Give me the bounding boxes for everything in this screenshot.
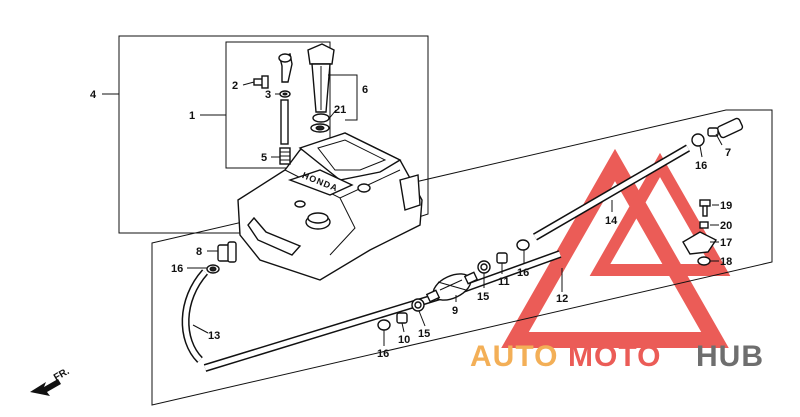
callout-9: 9 [452, 305, 458, 317]
callout-16-c: 16 [377, 348, 389, 360]
callout-21: 21 [334, 104, 346, 116]
callout-13: 13 [208, 330, 220, 342]
callout-11: 11 [498, 276, 510, 288]
callout-20: 20 [720, 220, 732, 232]
part-8-connector [217, 241, 237, 263]
watermark-text-hub: HUB [696, 340, 764, 373]
part-3-washer [279, 90, 291, 98]
leader-lines [102, 74, 723, 346]
part-11-fitting [496, 252, 508, 264]
part-19-bolt [699, 199, 711, 217]
watermark-text-auto: AUTO [470, 340, 558, 373]
front-direction-indicator: FR. [30, 366, 72, 396]
callout-10: 10 [398, 334, 410, 346]
callout-18: 18 [720, 256, 732, 268]
callout-19: 19 [720, 200, 732, 212]
callout-17: 17 [720, 237, 732, 249]
part-18-oring [697, 256, 711, 266]
part-elbow-fitting [278, 53, 293, 83]
part-16-clip-b [516, 239, 530, 251]
part-17-fuel-joint [682, 231, 718, 255]
part-5-filter [279, 147, 291, 165]
callout-7: 7 [725, 147, 731, 159]
front-label: FR. [52, 366, 72, 384]
part-16-clip-d [691, 133, 705, 147]
watermark-logo: AUTO MOTO HUB [470, 148, 764, 373]
watermark-triangle-outer [501, 148, 729, 348]
callout-15-a: 15 [477, 291, 489, 303]
callout-12: 12 [556, 293, 568, 305]
gauge-group-frame [225, 41, 331, 169]
part-20-washer [699, 221, 709, 229]
watermark-text-moto: MOTO [568, 340, 661, 373]
part-14-hose [532, 144, 691, 241]
part-16-clip-c [377, 319, 391, 331]
watermark-triangle-inner [589, 152, 731, 276]
callout-4: 4 [90, 89, 97, 101]
callout-3: 3 [265, 89, 271, 101]
part-6-fuel-gauge [307, 43, 335, 123]
part-10-fitting [396, 312, 408, 324]
part-9-primer-bulb [425, 271, 479, 303]
callout-1: 1 [189, 110, 195, 122]
part-21-gasket [310, 123, 330, 133]
hose-assembly-frame [151, 109, 773, 406]
part-15-clamp-a [477, 260, 491, 274]
callout-16-a: 16 [171, 263, 183, 275]
callout-16-b: 16 [517, 267, 529, 279]
tank-handle [247, 216, 302, 256]
part-2-screw [253, 75, 269, 89]
callout-8: 8 [196, 246, 202, 258]
callout-6: 6 [362, 84, 368, 96]
part-vent-tube [280, 99, 289, 145]
callout-14: 14 [605, 215, 618, 227]
front-arrow-icon [30, 379, 61, 396]
callout-2: 2 [232, 80, 238, 92]
fuel-tank: HONDA [237, 132, 423, 281]
callout-16-d: 16 [695, 160, 707, 172]
part-7-connector [707, 117, 744, 139]
callout-5: 5 [261, 152, 267, 164]
part-15-clamp-b [411, 298, 425, 312]
part-16-clip-a [206, 264, 220, 274]
callout-15-b: 15 [418, 328, 430, 340]
